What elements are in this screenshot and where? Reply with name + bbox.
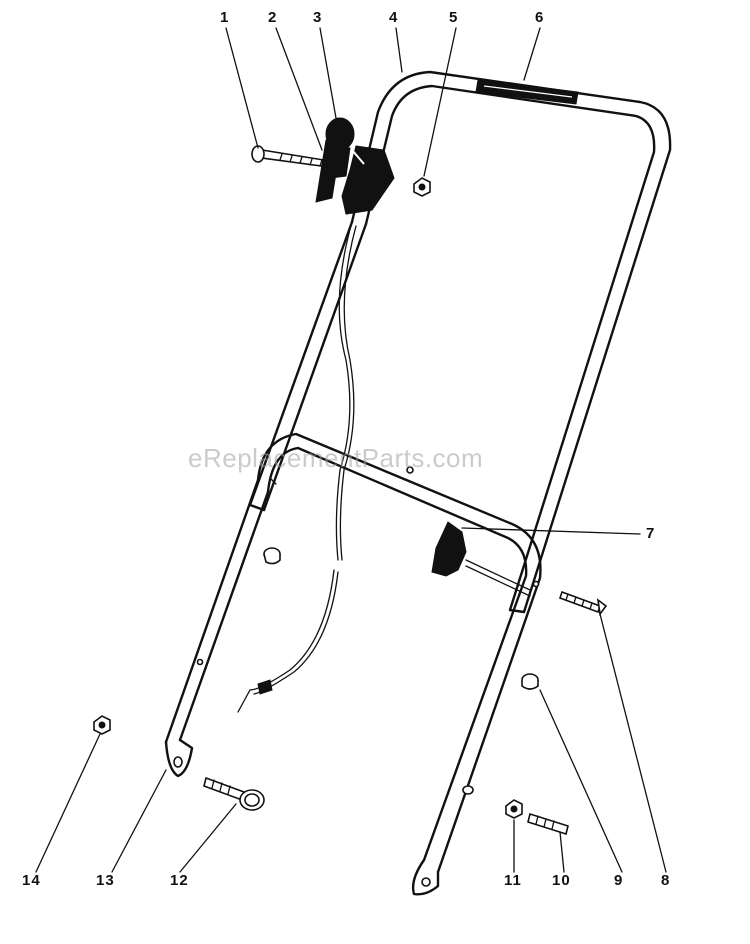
bolt-8 — [558, 590, 608, 617]
callout-1: 1 — [220, 9, 230, 26]
nut-5 — [413, 177, 431, 197]
spacer-9 — [263, 547, 539, 690]
leader-lines — [35, 27, 667, 873]
control-knob — [325, 117, 355, 179]
handle-grip — [475, 79, 579, 105]
callout-11: 11 — [504, 872, 522, 889]
pin-10 — [527, 812, 569, 836]
callout-7: 7 — [646, 525, 656, 542]
callout-6: 6 — [535, 9, 545, 26]
nut-14 — [93, 715, 111, 735]
callout-5: 5 — [449, 9, 459, 26]
bolt-12 — [203, 776, 265, 811]
callout-9: 9 — [614, 872, 624, 889]
wing-knob — [431, 521, 531, 597]
callout-14: 14 — [22, 872, 41, 889]
watermark: eReplacementParts.com — [188, 443, 484, 473]
lower-handle — [164, 432, 542, 896]
callout-2: 2 — [268, 9, 278, 26]
control-bracket — [341, 145, 395, 215]
nut-11 — [505, 799, 523, 819]
callout-8: 8 — [661, 872, 671, 889]
callout-3: 3 — [313, 9, 323, 26]
callout-10: 10 — [552, 872, 571, 889]
callout-13: 13 — [96, 872, 115, 889]
callout-4: 4 — [389, 9, 399, 26]
control-cable — [237, 221, 357, 713]
callout-12: 12 — [170, 872, 189, 889]
